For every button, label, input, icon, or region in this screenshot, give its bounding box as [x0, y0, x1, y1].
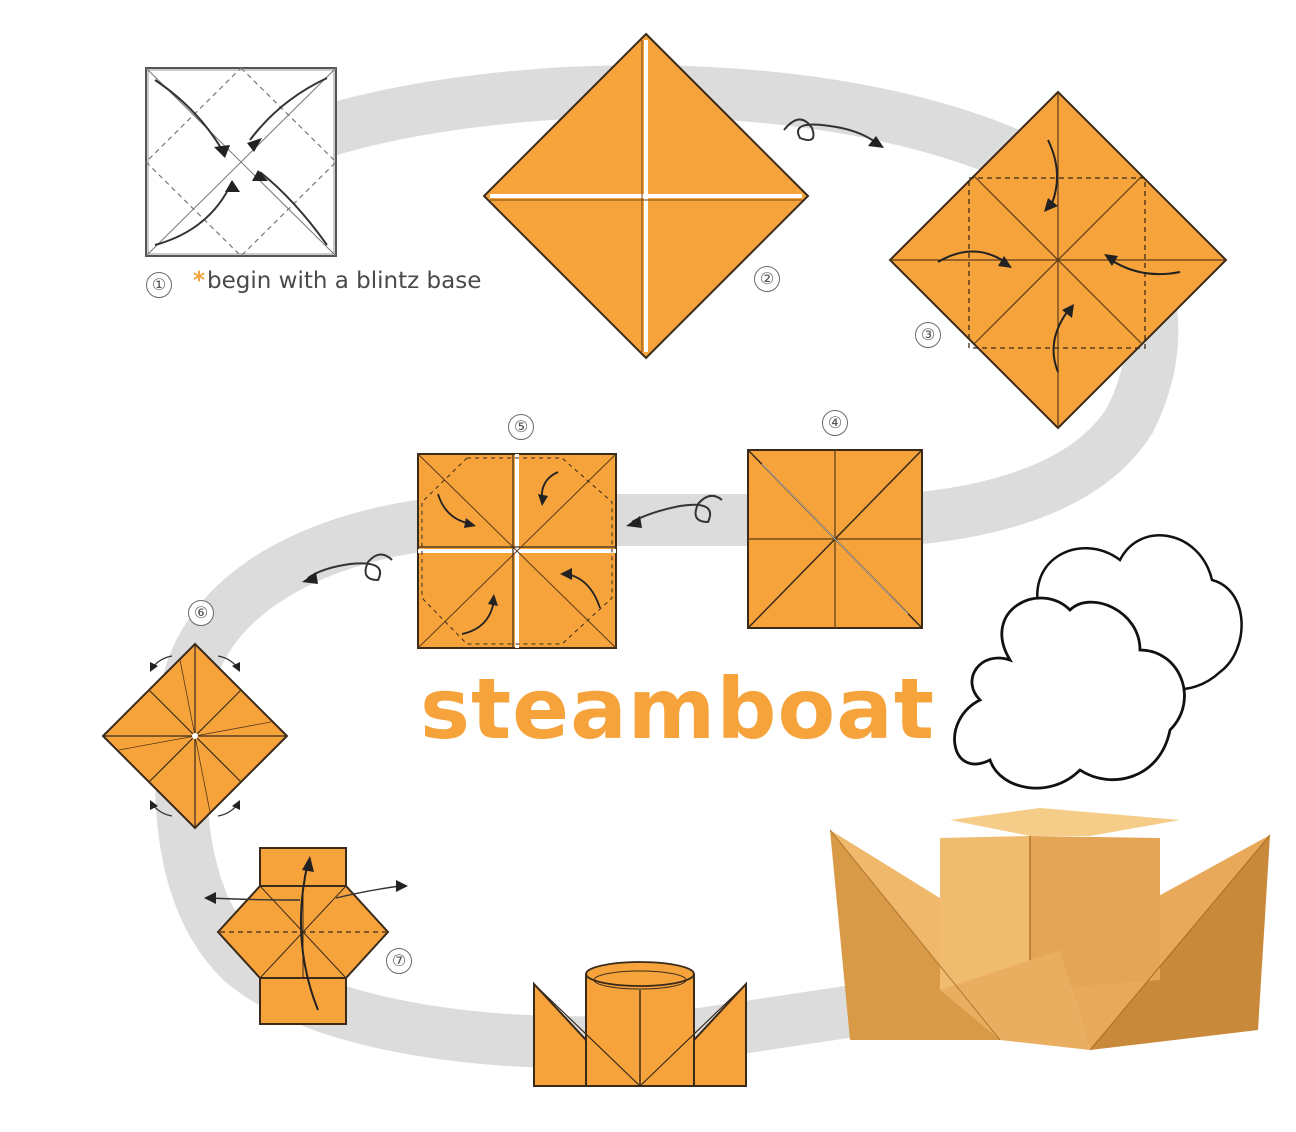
step-number-3: ③: [915, 322, 941, 348]
step-number-4: ④: [822, 410, 848, 436]
step-1-diagram: [145, 67, 337, 257]
step-7-diagram: [204, 847, 408, 1025]
caption-text: begin with a blintz base: [207, 268, 482, 294]
step-number-6: ⑥: [188, 600, 214, 626]
turn-over-arrow-3: [302, 553, 393, 584]
step-8-diagram: [533, 961, 747, 1087]
step-2-diagram: [482, 32, 810, 360]
steam-cloud-icon: [953, 534, 1243, 790]
asterisk-icon: *: [193, 268, 206, 294]
step-3-diagram: [888, 90, 1228, 430]
step-6-diagram: [101, 642, 289, 830]
step-number-5: ⑤: [508, 414, 534, 440]
turn-over-arrow-2: [626, 494, 723, 528]
diagram-title: steamboat: [420, 660, 936, 758]
step-number-2: ②: [754, 266, 780, 292]
blintz-base-caption: *begin with a blintz base: [193, 268, 481, 294]
step-4-diagram: [747, 449, 923, 629]
finished-steamboat-model: [829, 808, 1271, 1051]
turn-over-arrow-1: [783, 118, 884, 148]
step-number-1: ①: [146, 272, 172, 298]
step-number-7: ⑦: [386, 948, 412, 974]
step-5-diagram: [417, 453, 617, 649]
